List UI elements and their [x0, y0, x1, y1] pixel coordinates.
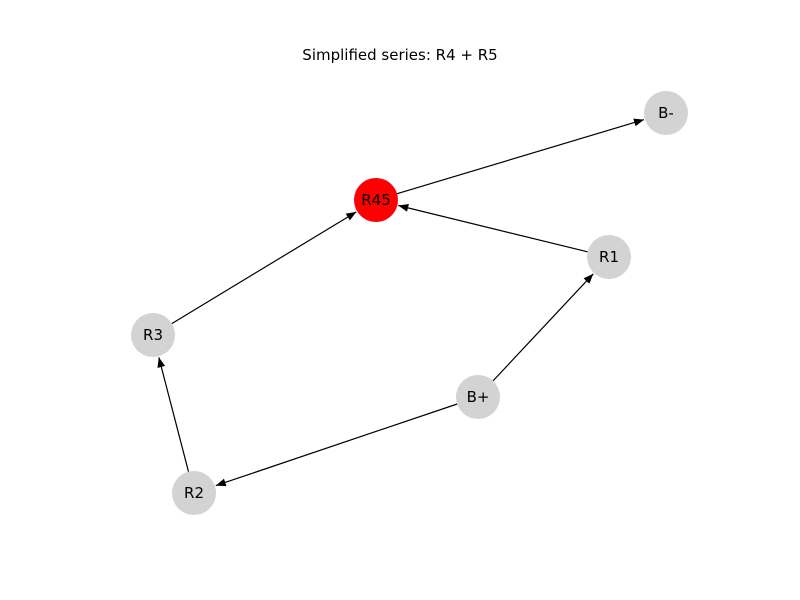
node-R1: R1 — [587, 235, 631, 279]
node-circle — [456, 375, 500, 419]
edge-R2-to-R3 — [157, 357, 190, 472]
edge-R1-to-R45 — [398, 203, 588, 253]
diagram-title: Simplified series: R4 + R5 — [302, 46, 498, 64]
node-label: R1 — [599, 248, 619, 266]
node-label: B- — [658, 104, 674, 122]
node-circle — [131, 313, 175, 357]
node-R45: R45 — [354, 178, 398, 222]
node-label: B+ — [467, 388, 490, 406]
node-label: R3 — [143, 326, 163, 344]
node-label: R45 — [361, 191, 391, 209]
edges-layer — [157, 118, 645, 487]
node-circle — [172, 471, 216, 515]
node-circle — [354, 178, 398, 222]
node-R2: R2 — [172, 471, 216, 515]
node-circle — [644, 91, 688, 135]
node-label: R2 — [184, 484, 204, 502]
node-circle — [587, 235, 631, 279]
edge-B+-to-R1 — [492, 273, 594, 382]
edge-R45-to-B- — [396, 118, 645, 195]
edge-R3-to-R45 — [171, 211, 357, 325]
node-R3: R3 — [131, 313, 175, 357]
edge-B+-to-R2 — [215, 403, 458, 487]
node-B-: B- — [644, 91, 688, 135]
node-B+: B+ — [456, 375, 500, 419]
